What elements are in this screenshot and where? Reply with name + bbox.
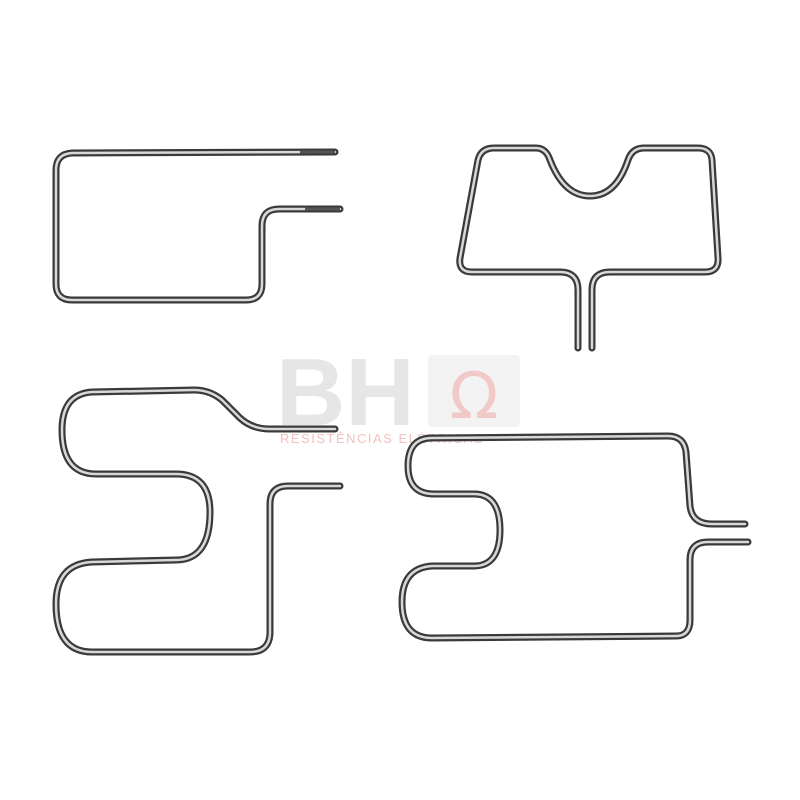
heating-element-top-right	[456, 144, 722, 352]
heating-element-bottom-right	[398, 432, 752, 642]
watermark-omega: Ω	[450, 360, 499, 434]
heating-element-top-left	[52, 148, 344, 304]
watermark-symbol-box	[428, 355, 520, 427]
heating-element-bottom-left	[52, 386, 344, 656]
